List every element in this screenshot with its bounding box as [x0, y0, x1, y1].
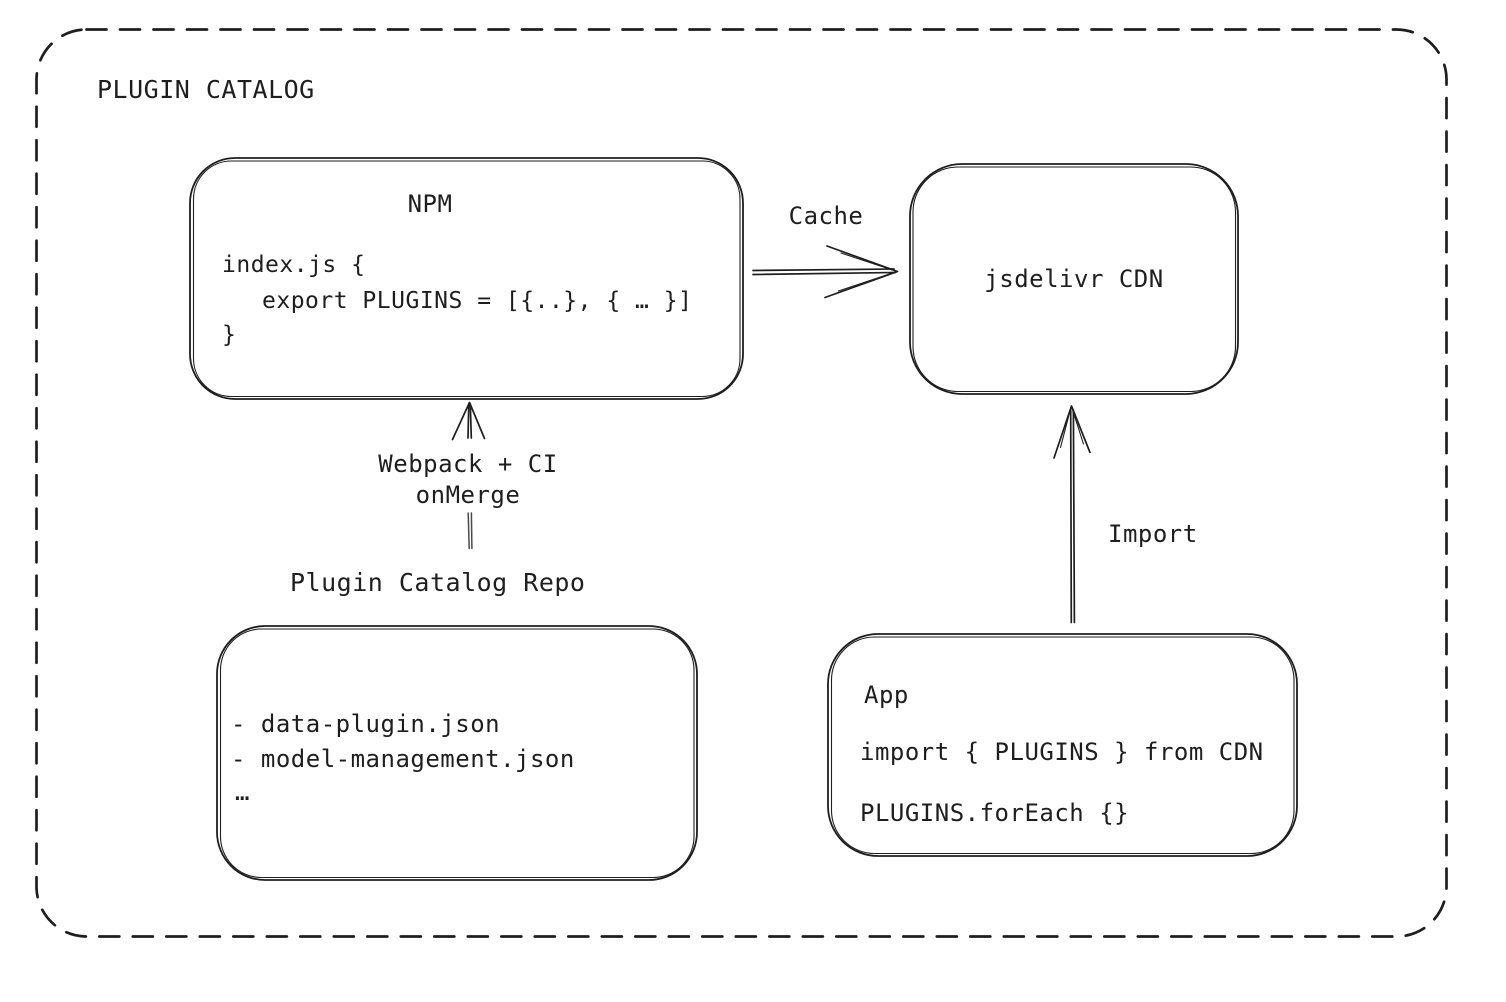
- npm-box-outline: [189, 157, 744, 400]
- repo-box-outline: [216, 625, 698, 881]
- npm-code-line-3: }: [222, 322, 237, 348]
- repo-file-item-ellipsis: …: [235, 778, 250, 806]
- build-arrow: [451, 401, 486, 550]
- import-arrow: [1053, 405, 1091, 624]
- repo-file-item-1: - data-plugin.json: [231, 710, 501, 738]
- cdn-node-title: jsdelivr CDN: [984, 265, 1164, 293]
- cdn-box-outline: [909, 163, 1239, 395]
- app-node-title: App: [864, 681, 909, 709]
- repo-node-title: Plugin Catalog Repo: [290, 568, 586, 597]
- app-box-outline: [827, 633, 1298, 857]
- app-code-line-2: PLUGINS.forEach {}: [860, 799, 1130, 827]
- import-arrow-label: Import: [1108, 520, 1198, 548]
- build-arrow-label-line-1: Webpack + CI: [378, 450, 558, 478]
- repo-file-item-2: - model-management.json: [231, 745, 575, 773]
- npm-code-line-2: export PLUGINS = [{..}, { … }]: [262, 288, 693, 314]
- app-code-line-1: import { PLUGINS } from CDN: [860, 738, 1264, 766]
- cache-arrow: [752, 245, 899, 299]
- build-arrow-label-line-2: onMerge: [415, 481, 521, 509]
- cache-arrow-label: Cache: [788, 202, 864, 230]
- catalog-title: PLUGIN CATALOG: [97, 75, 315, 104]
- npm-node-title: NPM: [407, 190, 453, 218]
- catalog-boundary-outline: [35, 28, 1448, 938]
- npm-code-line-1: index.js {: [222, 252, 366, 278]
